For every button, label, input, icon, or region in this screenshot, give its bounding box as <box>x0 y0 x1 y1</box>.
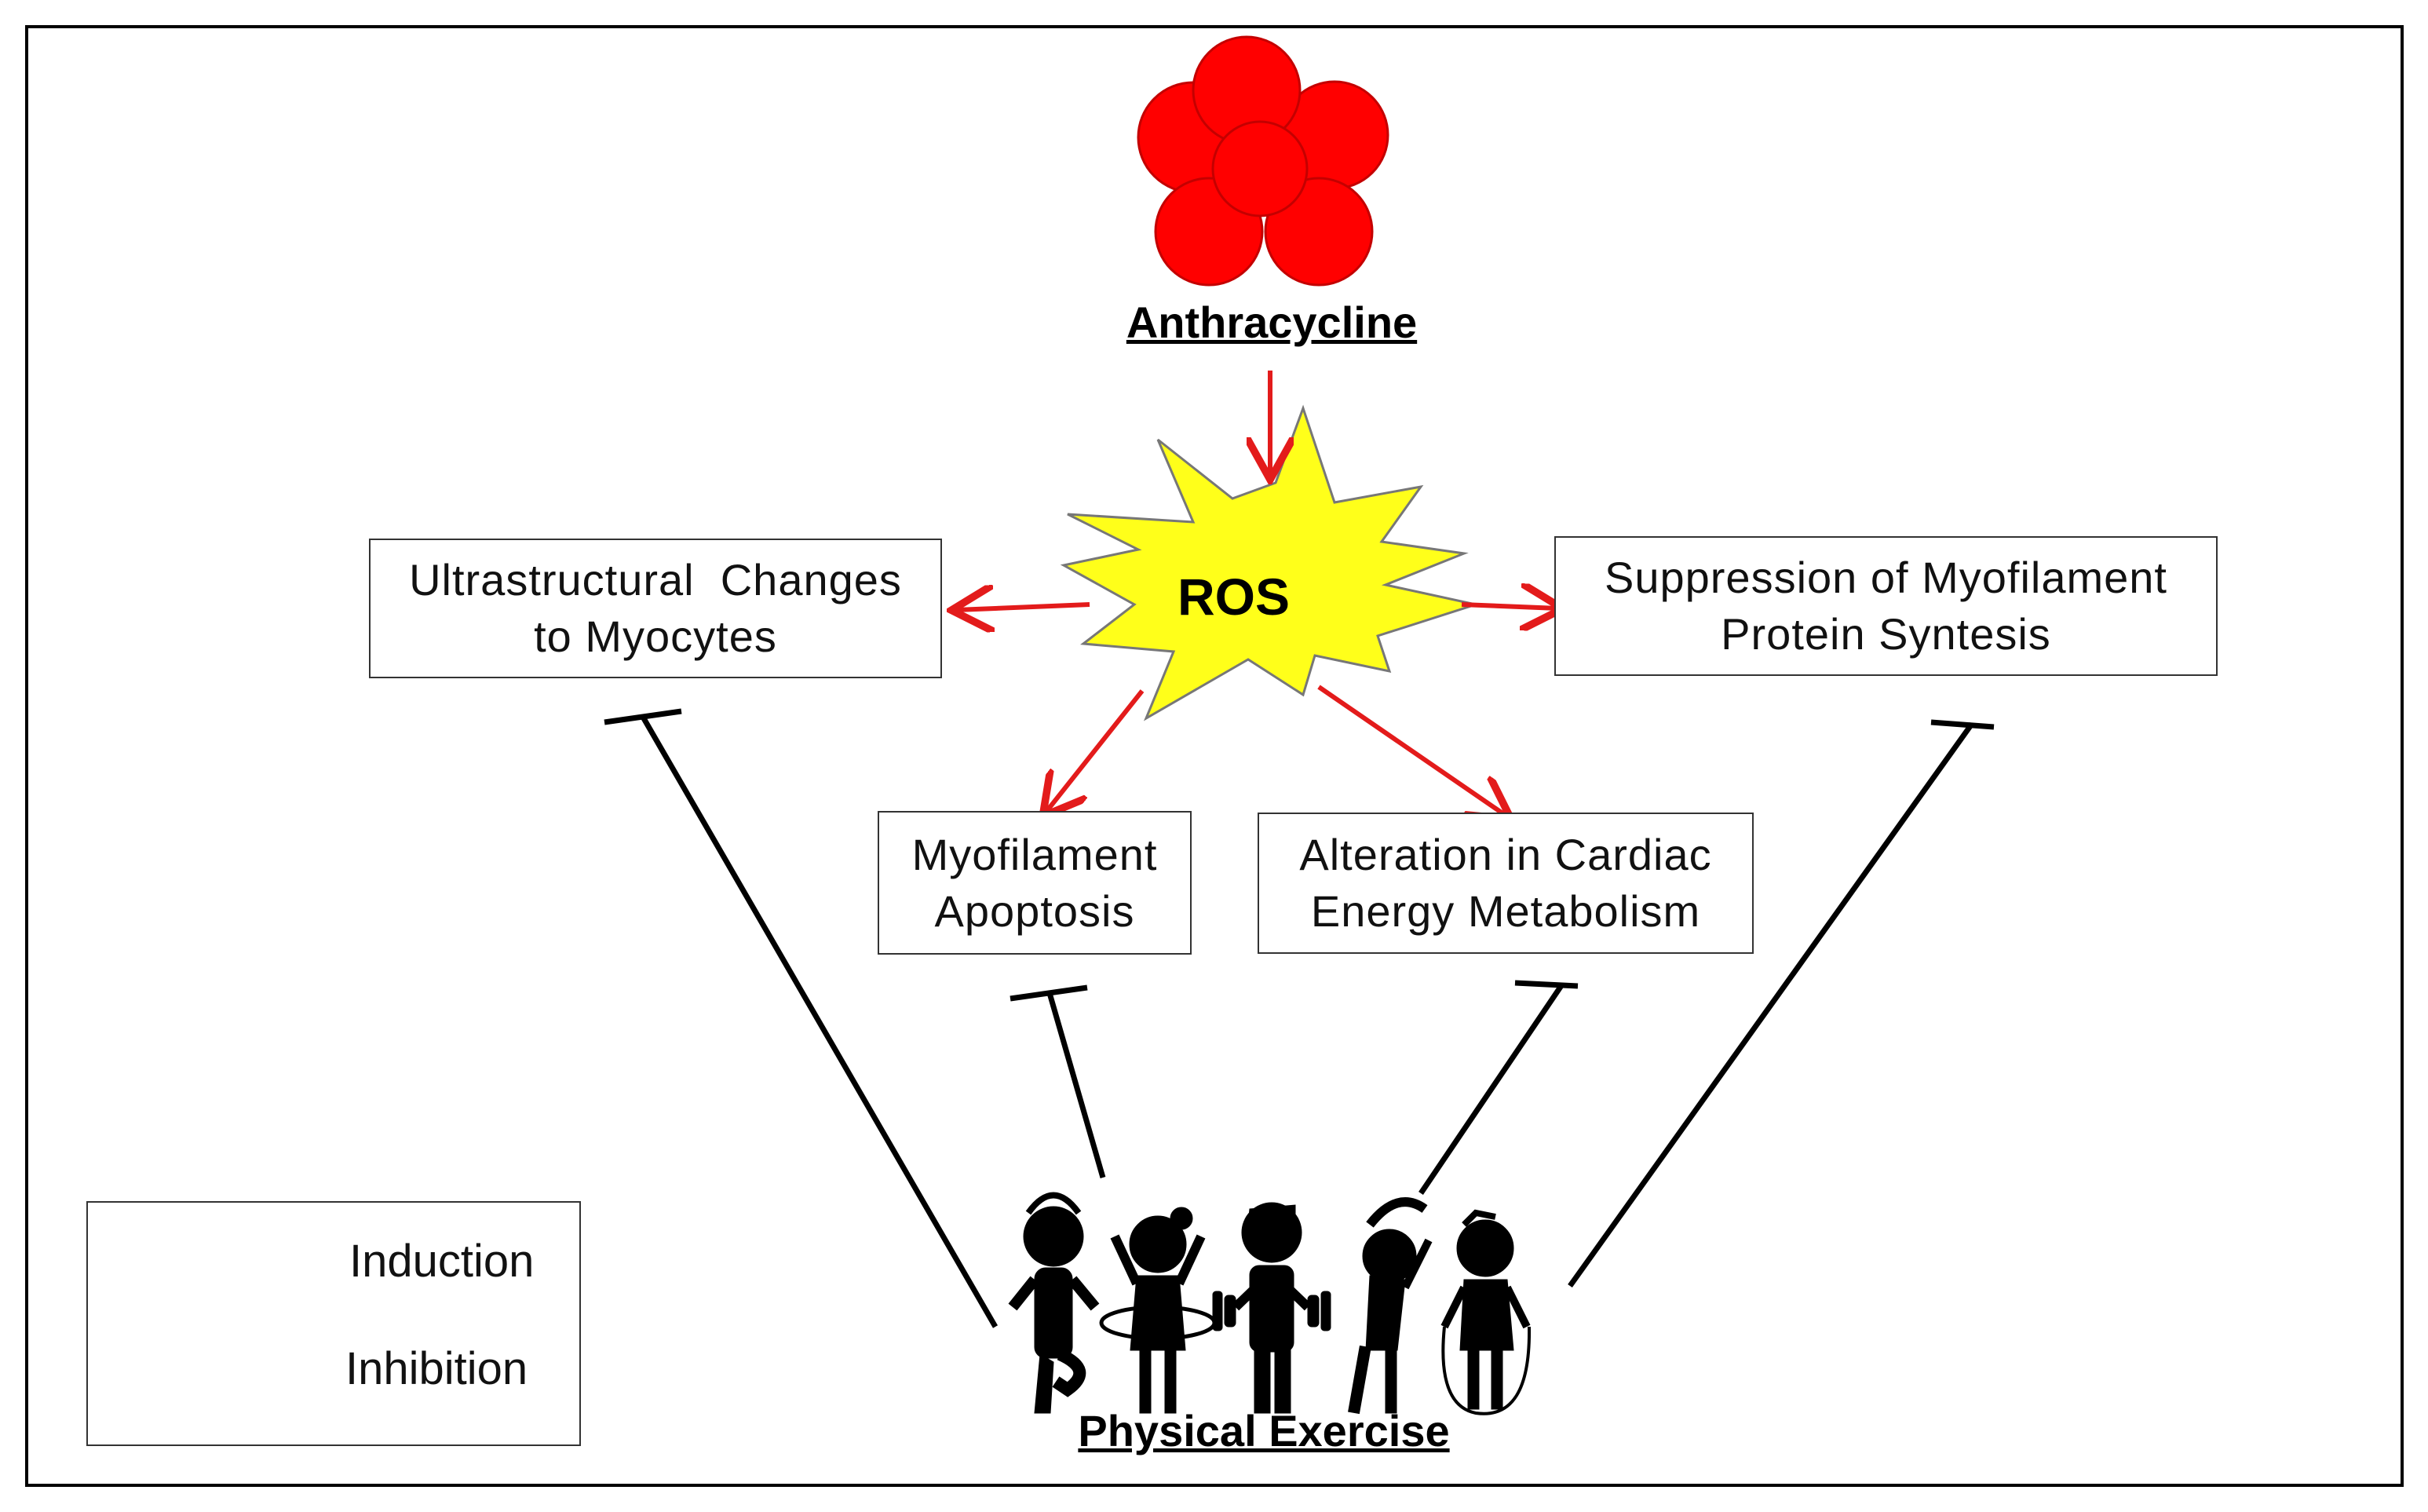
arrow-ros-to-apoptosis <box>1046 689 1145 813</box>
physical-exercise-label: Physical Exercise <box>1078 1406 1450 1455</box>
stretching-figure-icon <box>1348 1197 1433 1415</box>
arrow-ros-to-suppression <box>1461 604 1558 608</box>
box-line-2: Apoptosis <box>934 886 1135 936</box>
inhibit-alteration <box>1418 983 1565 1195</box>
suppression-synthesis-box: Suppression of Myofilament Protein Synte… <box>1554 536 2218 676</box>
ros-label: ROS <box>1177 568 1291 626</box>
box-line-1: Alteration in Cardiac <box>1299 830 1712 879</box>
dumbbell-figure-icon <box>1212 1202 1331 1414</box>
arrow-ros-to-ultrastructural <box>956 604 1090 610</box>
inhibit-ultrastructural <box>641 717 999 1328</box>
legend-induction-label: Induction <box>349 1236 535 1287</box>
hula-hoop-figure-icon <box>1099 1207 1217 1414</box>
diagram-frame <box>25 25 2404 1487</box>
jump-rope-figure-icon <box>1440 1209 1532 1415</box>
anthracycline-molecule-icon <box>1137 35 1389 287</box>
legend-inhibition-label: Inhibition <box>345 1343 528 1394</box>
box-line-1: Ultrastructural Changes <box>409 555 902 604</box>
yoga-figure-icon <box>1008 1192 1100 1414</box>
anthracycline-label: Anthracycline <box>1126 298 1418 347</box>
inhibit-suppression <box>1568 721 1974 1288</box>
exercise-figures-icon <box>1008 1192 1532 1415</box>
inhibition-lines <box>604 708 1995 1328</box>
box-line-1: Myofilament <box>911 829 1158 879</box>
ros-burst-icon <box>1060 404 1481 721</box>
myofilament-apoptosis-box: Myofilament Apoptosis <box>878 811 1192 955</box>
arrow-ros-to-alteration <box>1317 685 1507 816</box>
box-line-2: Energy Metabolism <box>1310 886 1701 936</box>
ultrastructural-changes-box: Ultrastructural Changes to Myocytes <box>369 539 942 678</box>
box-line-2: to Myocytes <box>534 612 777 661</box>
box-line-2: Protein Syntesis <box>1721 609 2051 659</box>
cardiac-energy-metabolism-box: Alteration in Cardiac Energy Metabolism <box>1258 813 1754 954</box>
induction-arrows <box>956 371 1558 816</box>
box-line-1: Suppression of Myofilament <box>1604 553 2167 602</box>
inhibit-apoptosis <box>1046 992 1106 1178</box>
legend <box>86 1201 581 1446</box>
